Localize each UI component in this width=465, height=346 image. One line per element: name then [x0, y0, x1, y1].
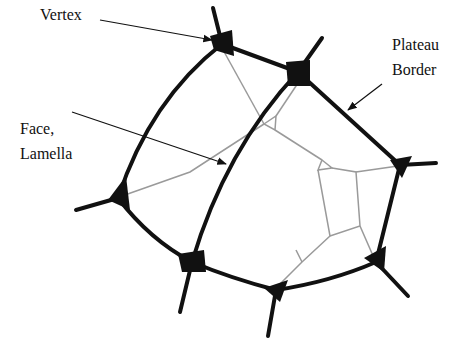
leader-arrows [72, 20, 382, 164]
vertices [108, 30, 412, 302]
part-label: Vertex [40, 2, 120, 27]
back-films [122, 48, 398, 286]
part-label: Plateau Border [392, 32, 458, 82]
part-label: Face, Lamella [20, 116, 92, 166]
plateau-borders [76, 8, 436, 336]
